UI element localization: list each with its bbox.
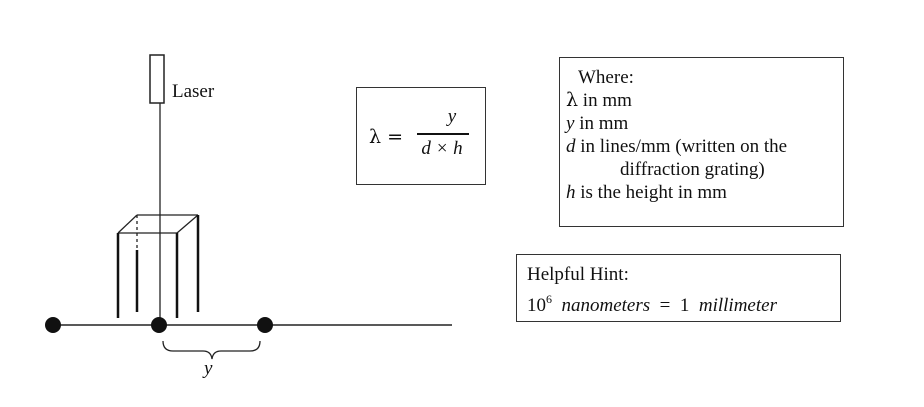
def-d: d in lines/mm (written on the (566, 135, 843, 158)
def-h-text: is the height in mm (575, 182, 727, 203)
fraction-bar (417, 133, 469, 135)
def-y: y in mm (566, 112, 843, 135)
variable-definitions-box: Where: λ in mm y in mm d in lines/mm (wr… (559, 57, 844, 227)
formula-lhs: λ = (369, 126, 404, 148)
def-h: h is the height in mm (566, 181, 843, 204)
def-lambda-symbol: λ (566, 89, 579, 111)
laser-label: Laser (172, 81, 215, 102)
hint-heading: Helpful Hint: (527, 264, 629, 285)
def-h-symbol: h (566, 182, 576, 203)
def-lambda-text: in mm (578, 90, 632, 111)
distance-brace (162, 340, 261, 360)
stand-top-left (117, 214, 138, 234)
central-spot (151, 317, 167, 333)
hint-exponent: 6 (546, 292, 552, 306)
stand-top-right (176, 214, 199, 234)
def-y-text: in mm (574, 113, 629, 134)
formula-numerator: y (447, 106, 457, 127)
def-lambda: λ in mm (566, 89, 843, 112)
helpful-hint-box: Helpful Hint: 106 nanometers = 1 millime… (516, 254, 841, 322)
def-d-continued-text: diffraction grating) (620, 159, 765, 180)
where-heading: Where: (578, 67, 634, 88)
def-d-text: in lines/mm (written on the (575, 136, 788, 157)
hint-conversion: 106 nanometers = 1 millimeter (527, 287, 840, 318)
hint-count: 1 (679, 295, 690, 316)
def-y-symbol: y (566, 113, 575, 134)
laser-box (149, 54, 165, 104)
hint-unit-a: nanometers (561, 295, 651, 316)
def-d-symbol: d (566, 136, 576, 157)
diffraction-spot-right (257, 317, 273, 333)
def-d-continued: diffraction grating) (566, 158, 843, 181)
distance-label: y (204, 358, 213, 379)
diffraction-spot-left (45, 317, 61, 333)
formula-denominator: d × h (421, 138, 463, 159)
hint-equals: = (659, 295, 671, 316)
hint-unit-b: millimeter (698, 295, 777, 316)
hint-base: 10 (527, 295, 546, 316)
formula-box: λ = y d × h (356, 87, 486, 185)
